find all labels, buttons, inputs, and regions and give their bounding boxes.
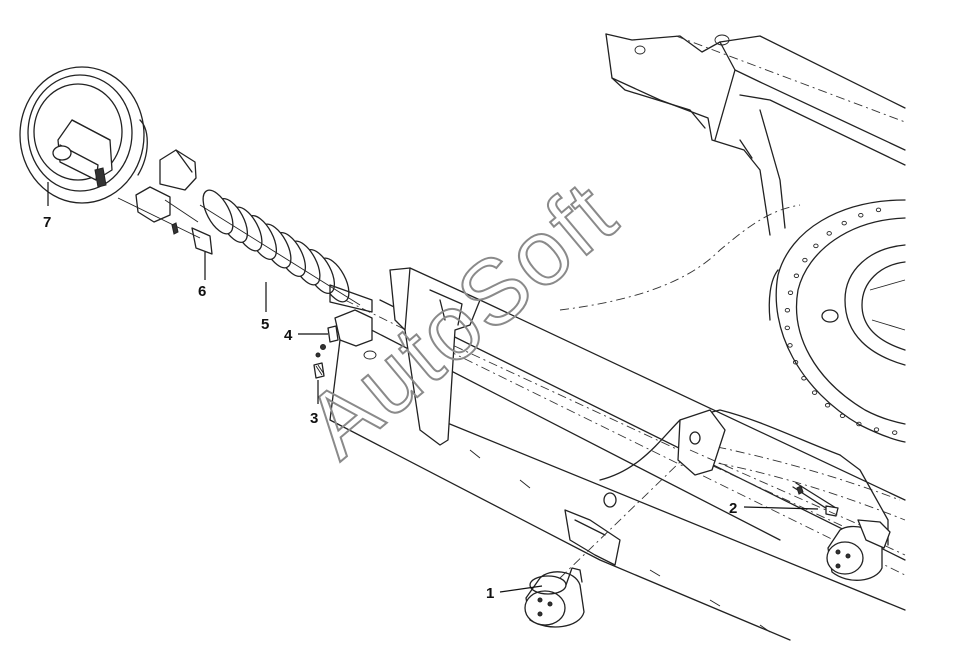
callout-6: 6 (198, 252, 206, 300)
callout-2: 2 (729, 500, 819, 517)
callout-label-5: 5 (261, 316, 269, 333)
callout-label-7: 7 (43, 214, 51, 231)
callout-3: 3 (310, 380, 319, 427)
callout-label-6: 6 (198, 283, 206, 300)
assembly-guide-line (559, 461, 681, 579)
grease-fitting-parts (313, 325, 339, 379)
callout-7: 7 (43, 182, 51, 231)
bolt-hole (875, 207, 882, 213)
bolt-hole (792, 360, 799, 365)
callout-label-3: 3 (310, 410, 318, 427)
bolt-hole (873, 427, 880, 432)
bolt-hole (784, 307, 791, 313)
bolt-hole (802, 257, 808, 263)
bolt-hole (813, 243, 819, 249)
bolt-hole (787, 343, 793, 348)
spring-coil (202, 189, 234, 235)
swing-ring-bolt-holes (784, 207, 898, 435)
bolt-hole (826, 231, 832, 236)
callout-label-4: 4 (284, 327, 293, 344)
bolt-hole (811, 390, 818, 395)
track-frame (329, 204, 906, 641)
bolt-hole (841, 220, 847, 226)
bolt-hole (839, 413, 846, 419)
callout-4: 4 (284, 327, 328, 344)
callout-1: 1 (486, 585, 543, 602)
recoil-spring (199, 189, 373, 313)
callout-label-2: 2 (729, 500, 737, 517)
bolt-hole (801, 375, 807, 381)
recoil-yoke (117, 149, 213, 255)
bolt-hole (793, 273, 800, 279)
assembly-guide-line (689, 449, 861, 526)
bolt-hole (824, 403, 831, 408)
bolt-hole (784, 325, 790, 331)
callout-5: 5 (261, 282, 269, 333)
bolt-hole (856, 421, 862, 427)
track-roller-rear (826, 519, 891, 581)
callout-label-1: 1 (486, 585, 494, 602)
bolt-hole (858, 212, 864, 218)
bolt-hole (787, 290, 794, 295)
idler-wheel (19, 66, 148, 204)
track-roller-front (524, 567, 585, 628)
upper-frame (605, 33, 906, 236)
swing-ring (768, 199, 906, 443)
bolt-hole (892, 430, 898, 435)
